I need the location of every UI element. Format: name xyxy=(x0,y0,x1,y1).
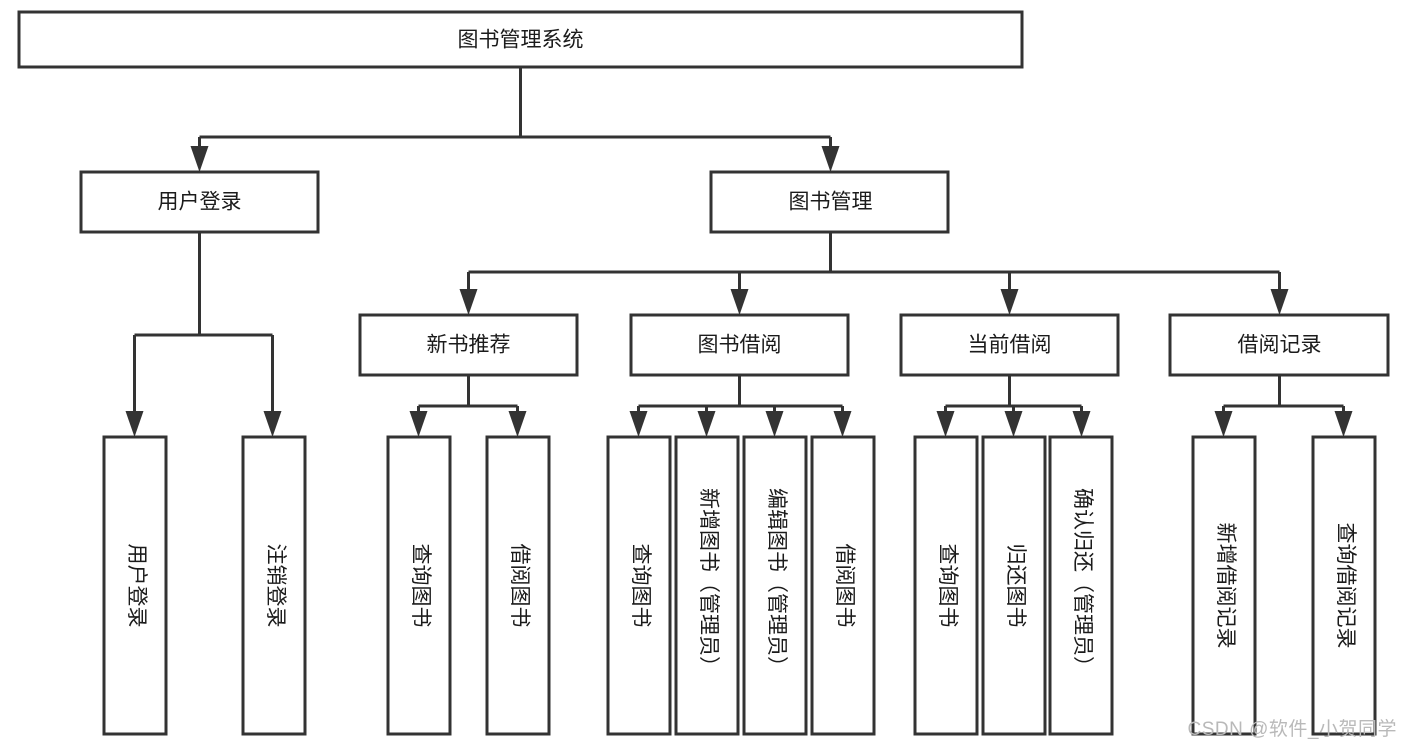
node-user-login[interactable]: 用户登录 xyxy=(79,170,320,234)
node-current-borrow[interactable]: 当前借阅 xyxy=(899,313,1120,377)
leaf-node-user-login[interactable]: 用户登录 xyxy=(102,435,168,736)
node-new-book-recommend[interactable]: 新书推荐 xyxy=(358,313,579,377)
arrow-icon-user-login-leaf-2 xyxy=(263,411,282,437)
node-book-management-box[interactable] xyxy=(709,170,950,234)
leaf-node-borrow-books-new[interactable]: 借阅图书 xyxy=(485,435,551,736)
arrow-icon-records-leaf-1 xyxy=(1214,411,1233,437)
arrow-icon-records-leaf-2 xyxy=(1334,411,1353,437)
leaf-node-borrow-books-borrow-box[interactable] xyxy=(810,435,876,736)
leaf-node-logout-box[interactable] xyxy=(241,435,307,736)
arrow-icon-borrow-leaf-4 xyxy=(833,411,852,437)
leaf-node-query-books-borrow-box[interactable] xyxy=(606,435,672,736)
arrow-icon-borrow-leaf-2 xyxy=(697,411,716,437)
leaf-node-user-login-label: 用户登录 xyxy=(125,544,148,628)
arrow-icon-current-leaf-3 xyxy=(1072,411,1091,437)
node-root-label: 图书管理系统 xyxy=(458,29,584,52)
arrow-icon-new-books-leaf-2 xyxy=(508,411,527,437)
node-book-management[interactable]: 图书管理 xyxy=(709,170,950,234)
leaf-node-return-books[interactable]: 归还图书 xyxy=(981,435,1047,736)
arrow-icon-to-new-books xyxy=(459,289,478,315)
arrow-icon-borrow-leaf-3 xyxy=(765,411,784,437)
arrow-icon-current-leaf-2 xyxy=(1004,411,1023,437)
node-user-login-box[interactable] xyxy=(79,170,320,234)
leaf-node-logout[interactable]: 注销登录 xyxy=(241,435,307,736)
leaf-node-add-borrow-record[interactable]: 新增借阅记录 xyxy=(1191,435,1257,736)
leaf-node-borrow-books-borrow[interactable]: 借阅图书 xyxy=(810,435,876,736)
node-borrow-records-box[interactable] xyxy=(1168,313,1390,377)
node-book-borrow-box[interactable] xyxy=(629,313,850,377)
leaf-node-query-books-borrow[interactable]: 查询图书 xyxy=(606,435,672,736)
arrow-icon-borrow-leaf-1 xyxy=(629,411,648,437)
leaf-node-edit-book-admin-label: 编辑图书（管理员） xyxy=(765,488,788,677)
node-borrow-records-label: 借阅记录 xyxy=(1238,334,1322,357)
connector-layer xyxy=(125,67,1353,437)
leaf-node-add-borrow-record-label: 新增借阅记录 xyxy=(1214,523,1237,649)
node-book-borrow-label: 图书借阅 xyxy=(698,334,782,357)
leaf-node-add-book-admin-label: 新增图书（管理员） xyxy=(697,488,720,677)
leaf-node-query-books-new-label: 查询图书 xyxy=(409,544,432,628)
leaf-node-confirm-return-admin-label: 确认归还（管理员） xyxy=(1071,488,1094,677)
arrow-icon-user-login-leaf-1 xyxy=(125,411,144,437)
leaf-node-confirm-return-admin[interactable]: 确认归还（管理员） xyxy=(1048,435,1114,736)
arrow-icon-to-records xyxy=(1270,289,1289,315)
leaf-node-borrow-books-new-box[interactable] xyxy=(485,435,551,736)
node-borrow-records[interactable]: 借阅记录 xyxy=(1168,313,1390,377)
leaf-node-logout-label: 注销登录 xyxy=(264,544,287,628)
arrow-icon-root-to-book-mgmt xyxy=(821,146,840,172)
node-root-box[interactable] xyxy=(17,10,1024,69)
leaf-node-edit-book-admin-box[interactable] xyxy=(742,435,808,736)
leaf-node-query-books-current-label: 查询图书 xyxy=(936,544,959,628)
leaf-node-add-book-admin[interactable]: 新增图书（管理员） xyxy=(674,435,740,736)
leaf-node-return-books-label: 归还图书 xyxy=(1004,544,1027,628)
leaf-node-query-borrow-record-box[interactable] xyxy=(1311,435,1377,736)
node-root-book-management-system[interactable]: 图书管理系统 xyxy=(17,10,1024,69)
arrow-icon-new-books-leaf-1 xyxy=(409,411,428,437)
arrow-icon-root-to-user-login xyxy=(190,146,209,172)
leaf-node-query-books-borrow-label: 查询图书 xyxy=(629,544,652,628)
leaf-node-edit-book-admin[interactable]: 编辑图书（管理员） xyxy=(742,435,808,736)
leaf-node-confirm-return-admin-box[interactable] xyxy=(1048,435,1114,736)
node-user-login-label: 用户登录 xyxy=(158,191,242,214)
node-current-borrow-box[interactable] xyxy=(899,313,1120,377)
node-book-management-label: 图书管理 xyxy=(789,191,873,214)
leaf-node-borrow-books-borrow-label: 借阅图书 xyxy=(833,544,856,628)
leaf-node-return-books-box[interactable] xyxy=(981,435,1047,736)
leaf-node-add-book-admin-box[interactable] xyxy=(674,435,740,736)
arrow-icon-to-current xyxy=(1000,289,1019,315)
leaf-node-query-borrow-record[interactable]: 查询借阅记录 xyxy=(1311,435,1377,736)
arrow-icon-current-leaf-1 xyxy=(936,411,955,437)
leaf-node-query-borrow-record-label: 查询借阅记录 xyxy=(1334,523,1357,649)
node-new-book-recommend-box[interactable] xyxy=(358,313,579,377)
leaf-node-borrow-books-new-label: 借阅图书 xyxy=(508,544,531,628)
leaf-node-query-books-current-box[interactable] xyxy=(913,435,979,736)
arrow-icon-to-borrow xyxy=(730,289,749,315)
node-book-borrow[interactable]: 图书借阅 xyxy=(629,313,850,377)
leaf-node-query-books-new-box[interactable] xyxy=(386,435,452,736)
leaf-node-user-login-box[interactable] xyxy=(102,435,168,736)
leaf-node-query-books-new[interactable]: 查询图书 xyxy=(386,435,452,736)
node-current-borrow-label: 当前借阅 xyxy=(968,334,1052,357)
node-new-book-recommend-label: 新书推荐 xyxy=(427,334,511,357)
leaf-node-query-books-current[interactable]: 查询图书 xyxy=(913,435,979,736)
leaf-node-add-borrow-record-box[interactable] xyxy=(1191,435,1257,736)
